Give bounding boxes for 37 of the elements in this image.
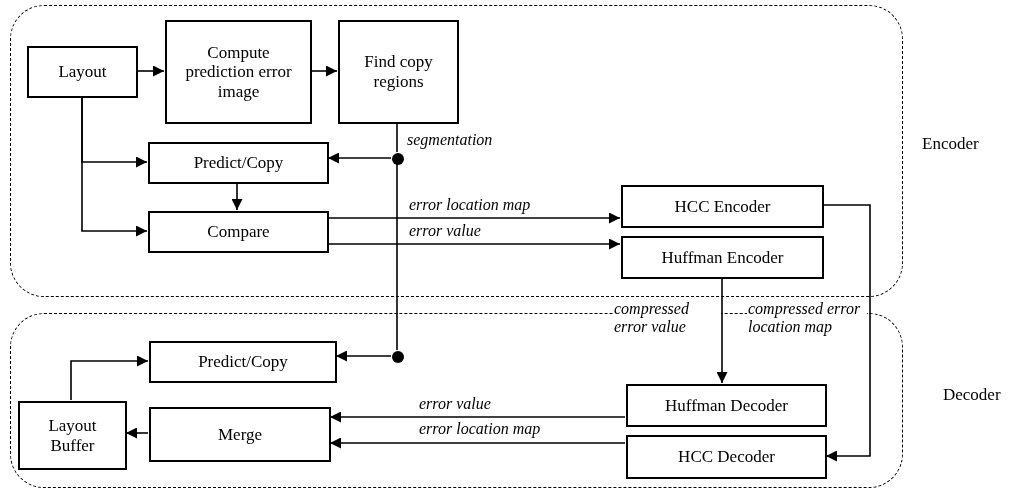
- arrow: [125, 427, 149, 439]
- process-box: HCC Encoder: [621, 185, 824, 228]
- junction-dot: [392, 351, 404, 363]
- process-box: Layout: [27, 46, 138, 98]
- edge-label: compressed error location map: [747, 300, 867, 337]
- process-box: Predict/Copy: [149, 341, 337, 383]
- process-box: Compute prediction error image: [165, 20, 312, 124]
- process-box: Layout Buffer: [18, 401, 127, 470]
- edge-label: error location map: [408, 196, 532, 215]
- arrow: [716, 277, 728, 384]
- edge-label: segmentation: [406, 131, 494, 150]
- connector-line: [396, 163, 398, 351]
- junction-dot: [392, 153, 404, 165]
- arrow: [310, 65, 338, 77]
- arrow: [335, 350, 392, 362]
- arrow: [136, 65, 165, 77]
- arrow: [327, 212, 621, 224]
- process-box: Huffman Encoder: [621, 236, 824, 279]
- process-box: HCC Decoder: [626, 435, 827, 479]
- arrow: [327, 238, 621, 250]
- arrow: [70, 355, 149, 401]
- section-label: Encoder: [922, 134, 979, 154]
- section-label: Decoder: [943, 385, 1001, 405]
- arrow: [329, 411, 626, 423]
- edge-label: error location map: [418, 420, 542, 439]
- process-box: Merge: [149, 407, 331, 462]
- arrow: [231, 182, 243, 211]
- arrow: [822, 204, 871, 462]
- process-box: Predict/Copy: [148, 142, 329, 184]
- process-box: Compare: [148, 211, 329, 253]
- dashed-group-boundary: [10, 5, 903, 297]
- process-box: Find copy regions: [338, 20, 459, 124]
- arrow: [329, 437, 626, 449]
- arrow: [81, 96, 148, 237]
- connector-line: [396, 122, 398, 153]
- process-box: Huffman Decoder: [626, 384, 827, 427]
- arrow: [327, 152, 392, 164]
